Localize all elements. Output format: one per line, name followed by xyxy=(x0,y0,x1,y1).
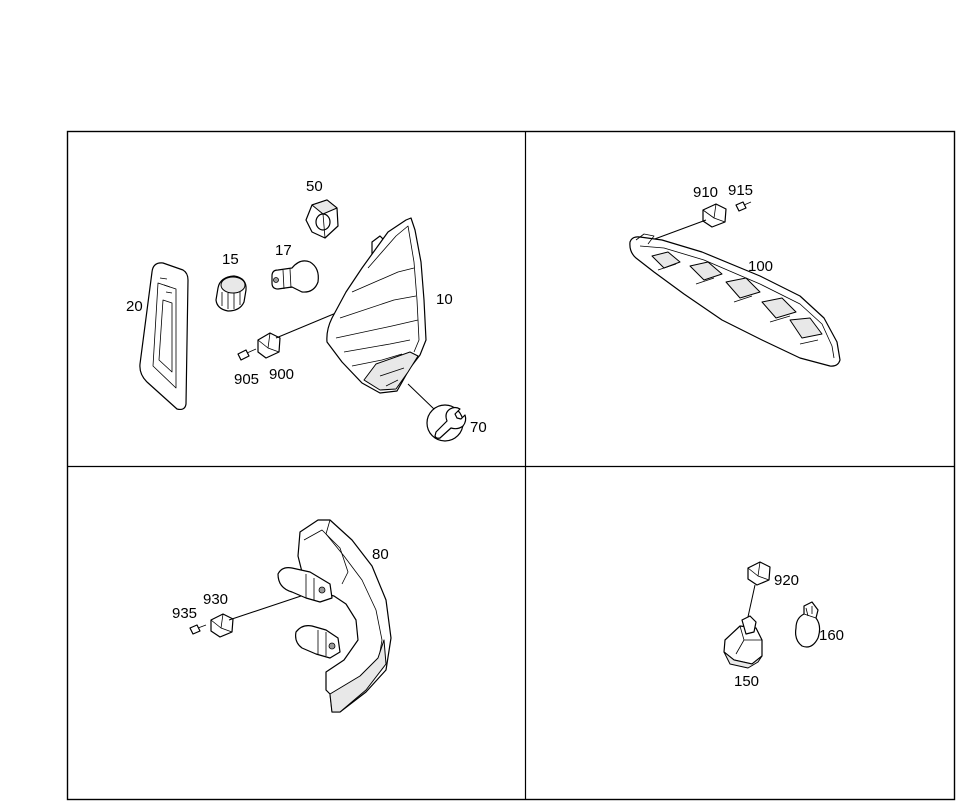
leader-line-910 xyxy=(651,219,707,241)
callout-900: 900 xyxy=(269,366,294,383)
clip-part-930 xyxy=(210,613,234,638)
light-strip-part-100 xyxy=(629,233,841,367)
panel-top-left: 50 15 17 20 10 905 900 70 xyxy=(126,178,487,442)
gasket-part-20 xyxy=(139,262,189,411)
callout-905: 905 xyxy=(234,371,259,388)
panel-top-right: 910 915 100 xyxy=(629,182,841,367)
callout-150: 150 xyxy=(734,673,759,690)
callout-10: 10 xyxy=(436,291,453,308)
callout-920: 920 xyxy=(774,572,799,589)
lamp-bulb-upper xyxy=(277,567,333,603)
panel-bottom-left: 80 930 935 xyxy=(172,519,392,713)
socket-part-150 xyxy=(723,615,763,669)
clip-part-910 xyxy=(702,203,727,228)
diagram-frame xyxy=(66,130,956,801)
callout-20: 20 xyxy=(126,298,143,315)
clip-part-900 xyxy=(257,332,281,359)
screw-part-905 xyxy=(237,348,257,361)
callout-915: 915 xyxy=(728,182,753,199)
side-lamp-part-80 xyxy=(297,519,392,713)
panel-bottom-right: 920 160 150 xyxy=(723,561,844,690)
leader-line-900 xyxy=(275,312,337,339)
callout-70: 70 xyxy=(470,419,487,436)
lamp-bulb-lower xyxy=(295,625,341,659)
leader-line-70 xyxy=(407,383,436,411)
lamp-housing-part-10 xyxy=(326,217,427,394)
callout-930: 930 xyxy=(203,591,228,608)
socket-part-15 xyxy=(215,275,247,312)
screw-part-915 xyxy=(735,201,752,212)
clip-part-920 xyxy=(747,561,771,586)
callout-17: 17 xyxy=(275,242,292,259)
nut-part-50 xyxy=(305,199,339,239)
wrench-icon xyxy=(426,404,467,442)
bulb-part-17 xyxy=(271,260,319,293)
callout-935: 935 xyxy=(172,605,197,622)
callout-100: 100 xyxy=(748,258,773,275)
callout-80: 80 xyxy=(372,546,389,563)
callout-160: 160 xyxy=(819,627,844,644)
screw-part-935 xyxy=(189,624,207,635)
callout-50: 50 xyxy=(306,178,323,195)
bulb-part-160 xyxy=(795,601,821,648)
callout-910: 910 xyxy=(693,184,718,201)
callout-15: 15 xyxy=(222,251,239,268)
